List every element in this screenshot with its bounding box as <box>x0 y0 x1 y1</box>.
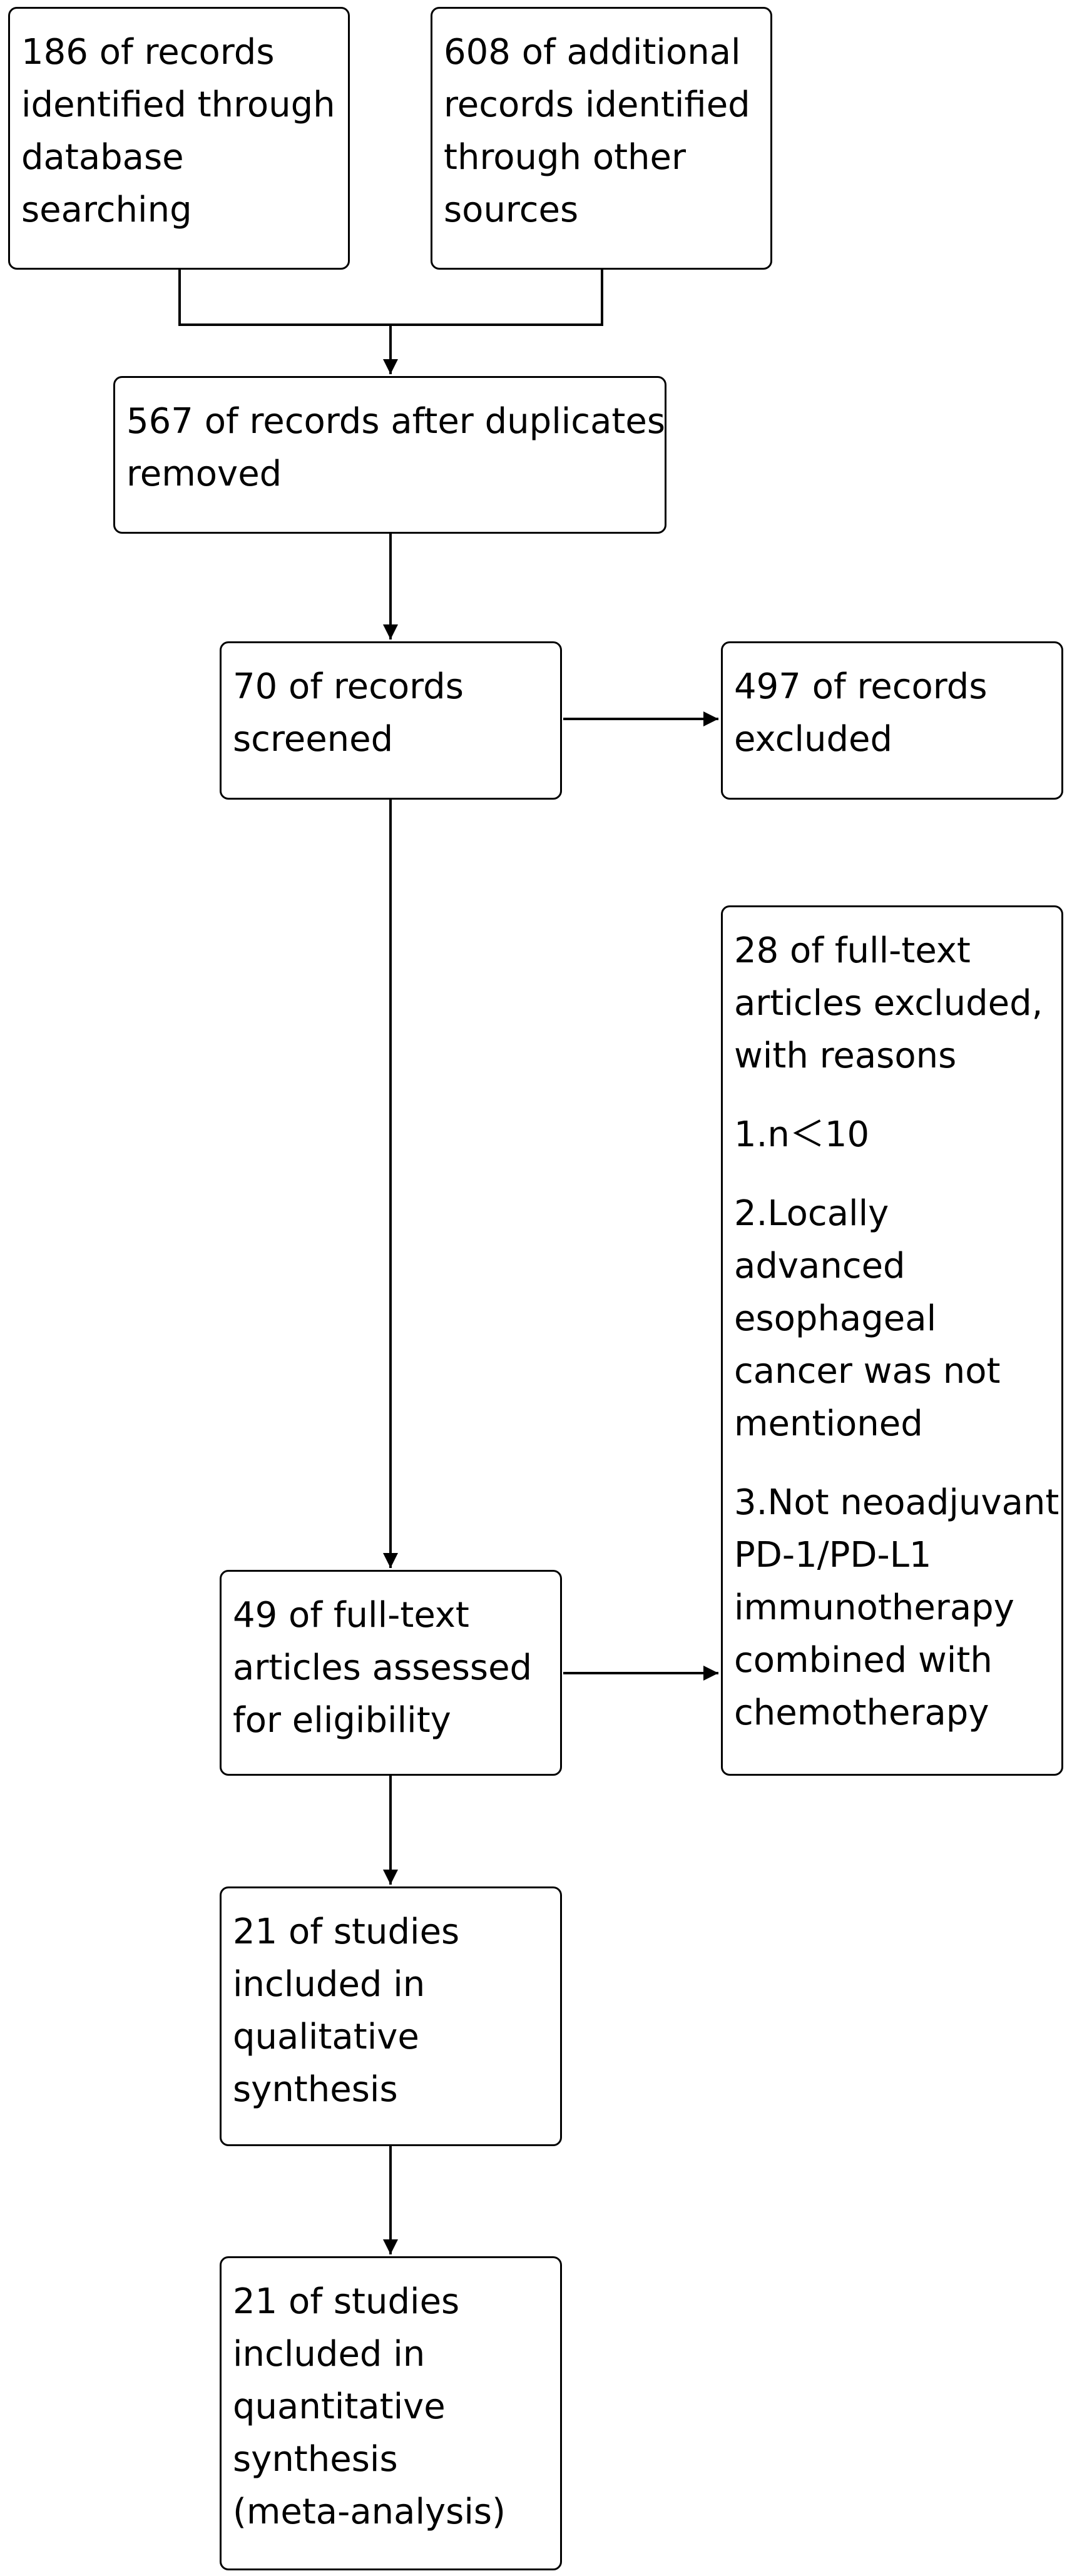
box-quantitative-line-2: included in <box>233 2334 426 2375</box>
exclusion-reason-3-line-3: immunotherapy <box>734 1587 1014 1628</box>
fulltext-excluded-header-line-1: 28 of full-text <box>734 930 971 971</box>
box-qualitative-line-3: qualitative <box>233 2017 419 2057</box>
box-quantitative-line-3: quantitative <box>233 2386 446 2427</box>
box-records-screened-line-2: screened <box>233 719 394 760</box>
box-records-excluded-line-2: excluded <box>734 719 893 760</box>
exclusion-reason-2-line-1: 2.Locally <box>734 1193 889 1234</box>
exclusion-reason-2: 2.Locally advanced esophageal cancer was… <box>734 1188 1051 1450</box>
exclusion-reason-3-line-1: 3.Not neoadjuvant <box>734 1482 1059 1523</box>
fulltext-excluded-header-line-2: articles excluded, <box>734 983 1043 1024</box>
box-records-database-line-1: 186 of records <box>21 32 275 73</box>
exclusion-reason-2-line-3: esophageal <box>734 1298 937 1339</box>
box-quantitative-line-1: 21 of studies <box>233 2281 460 2322</box>
box-fulltext-assessed-line-1: 49 of full-text <box>233 1595 469 1636</box>
exclusion-reason-2-line-4: cancer was not <box>734 1351 1001 1392</box>
box-records-other-line-1: 608 of additional <box>444 32 741 73</box>
box-qualitative-line-1: 21 of studies <box>233 1912 460 1952</box>
exclusion-reason-2-line-5: mentioned <box>734 1403 923 1444</box>
exclusion-reason-3-line-5: chemotherapy <box>734 1693 989 1733</box>
fulltext-excluded-header: 28 of full-text articles excluded, with … <box>734 925 1051 1082</box>
box-qualitative-line-4: synthesis <box>233 2069 398 2110</box>
fulltext-excluded-header-line-3: with reasons <box>734 1036 957 1076</box>
exclusion-reason-3: 3.Not neoadjuvant PD-1/PD-L1 immunothera… <box>734 1477 1059 1739</box>
exclusion-reason-3-line-4: combined with <box>734 1640 993 1681</box>
box-records-other-sources: 608 of additional records identified thr… <box>431 7 772 270</box>
box-fulltext-assessed: 49 of full-text articles assessed for el… <box>220 1570 562 1776</box>
box-after-duplicates: 567 of records after duplicates removed <box>113 376 666 534</box>
box-fulltext-assessed-line-3: for eligibility <box>233 1700 451 1741</box>
box-quantitative-synthesis: 21 of studies included in quantitative s… <box>220 2256 562 2570</box>
box-records-database: 186 of records identified through databa… <box>8 7 350 270</box>
exclusion-reason-1-line-1: 1.n＜10 <box>734 1114 870 1155</box>
box-fulltext-excluded: 28 of full-text articles excluded, with … <box>721 905 1063 1776</box>
box-records-other-line-4: sources <box>444 190 579 230</box>
box-qualitative-synthesis: 21 of studies included in qualitative sy… <box>220 1886 562 2146</box>
box-records-database-line-3: database <box>21 137 184 178</box>
box-records-excluded: 497 of records excluded <box>721 641 1063 800</box>
box-records-excluded-line-1: 497 of records <box>734 666 988 707</box>
box-records-other-line-3: through other <box>444 137 687 178</box>
box-fulltext-assessed-line-2: articles assessed <box>233 1647 533 1688</box>
exclusion-reason-1: 1.n＜10 <box>734 1109 1051 1161</box>
box-after-duplicates-line-1: 567 of records after duplicates <box>126 401 665 442</box>
box-after-duplicates-line-2: removed <box>126 454 282 494</box>
exclusion-reason-3-line-2: PD-1/PD-L1 <box>734 1535 932 1576</box>
box-records-database-line-4: searching <box>21 190 192 230</box>
box-records-screened-line-1: 70 of records <box>233 666 464 707</box>
box-records-other-line-2: records identified <box>444 84 750 125</box>
box-quantitative-line-4: synthesis <box>233 2439 398 2480</box>
box-qualitative-line-2: included in <box>233 1964 426 2005</box>
exclusion-reason-2-line-2: advanced <box>734 1246 906 1286</box>
box-records-screened: 70 of records screened <box>220 641 562 800</box>
box-quantitative-line-5: (meta-analysis) <box>233 2492 506 2532</box>
box-records-database-line-2: identified through <box>21 84 335 125</box>
